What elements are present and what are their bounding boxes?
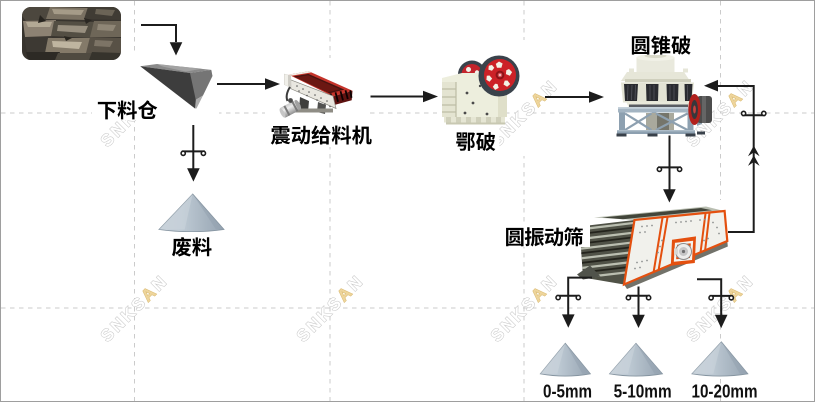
svg-text:5-10mm: 5-10mm xyxy=(614,382,672,402)
svg-text:0-5mm: 0-5mm xyxy=(543,382,592,402)
svg-text:10-20mm: 10-20mm xyxy=(692,382,758,402)
